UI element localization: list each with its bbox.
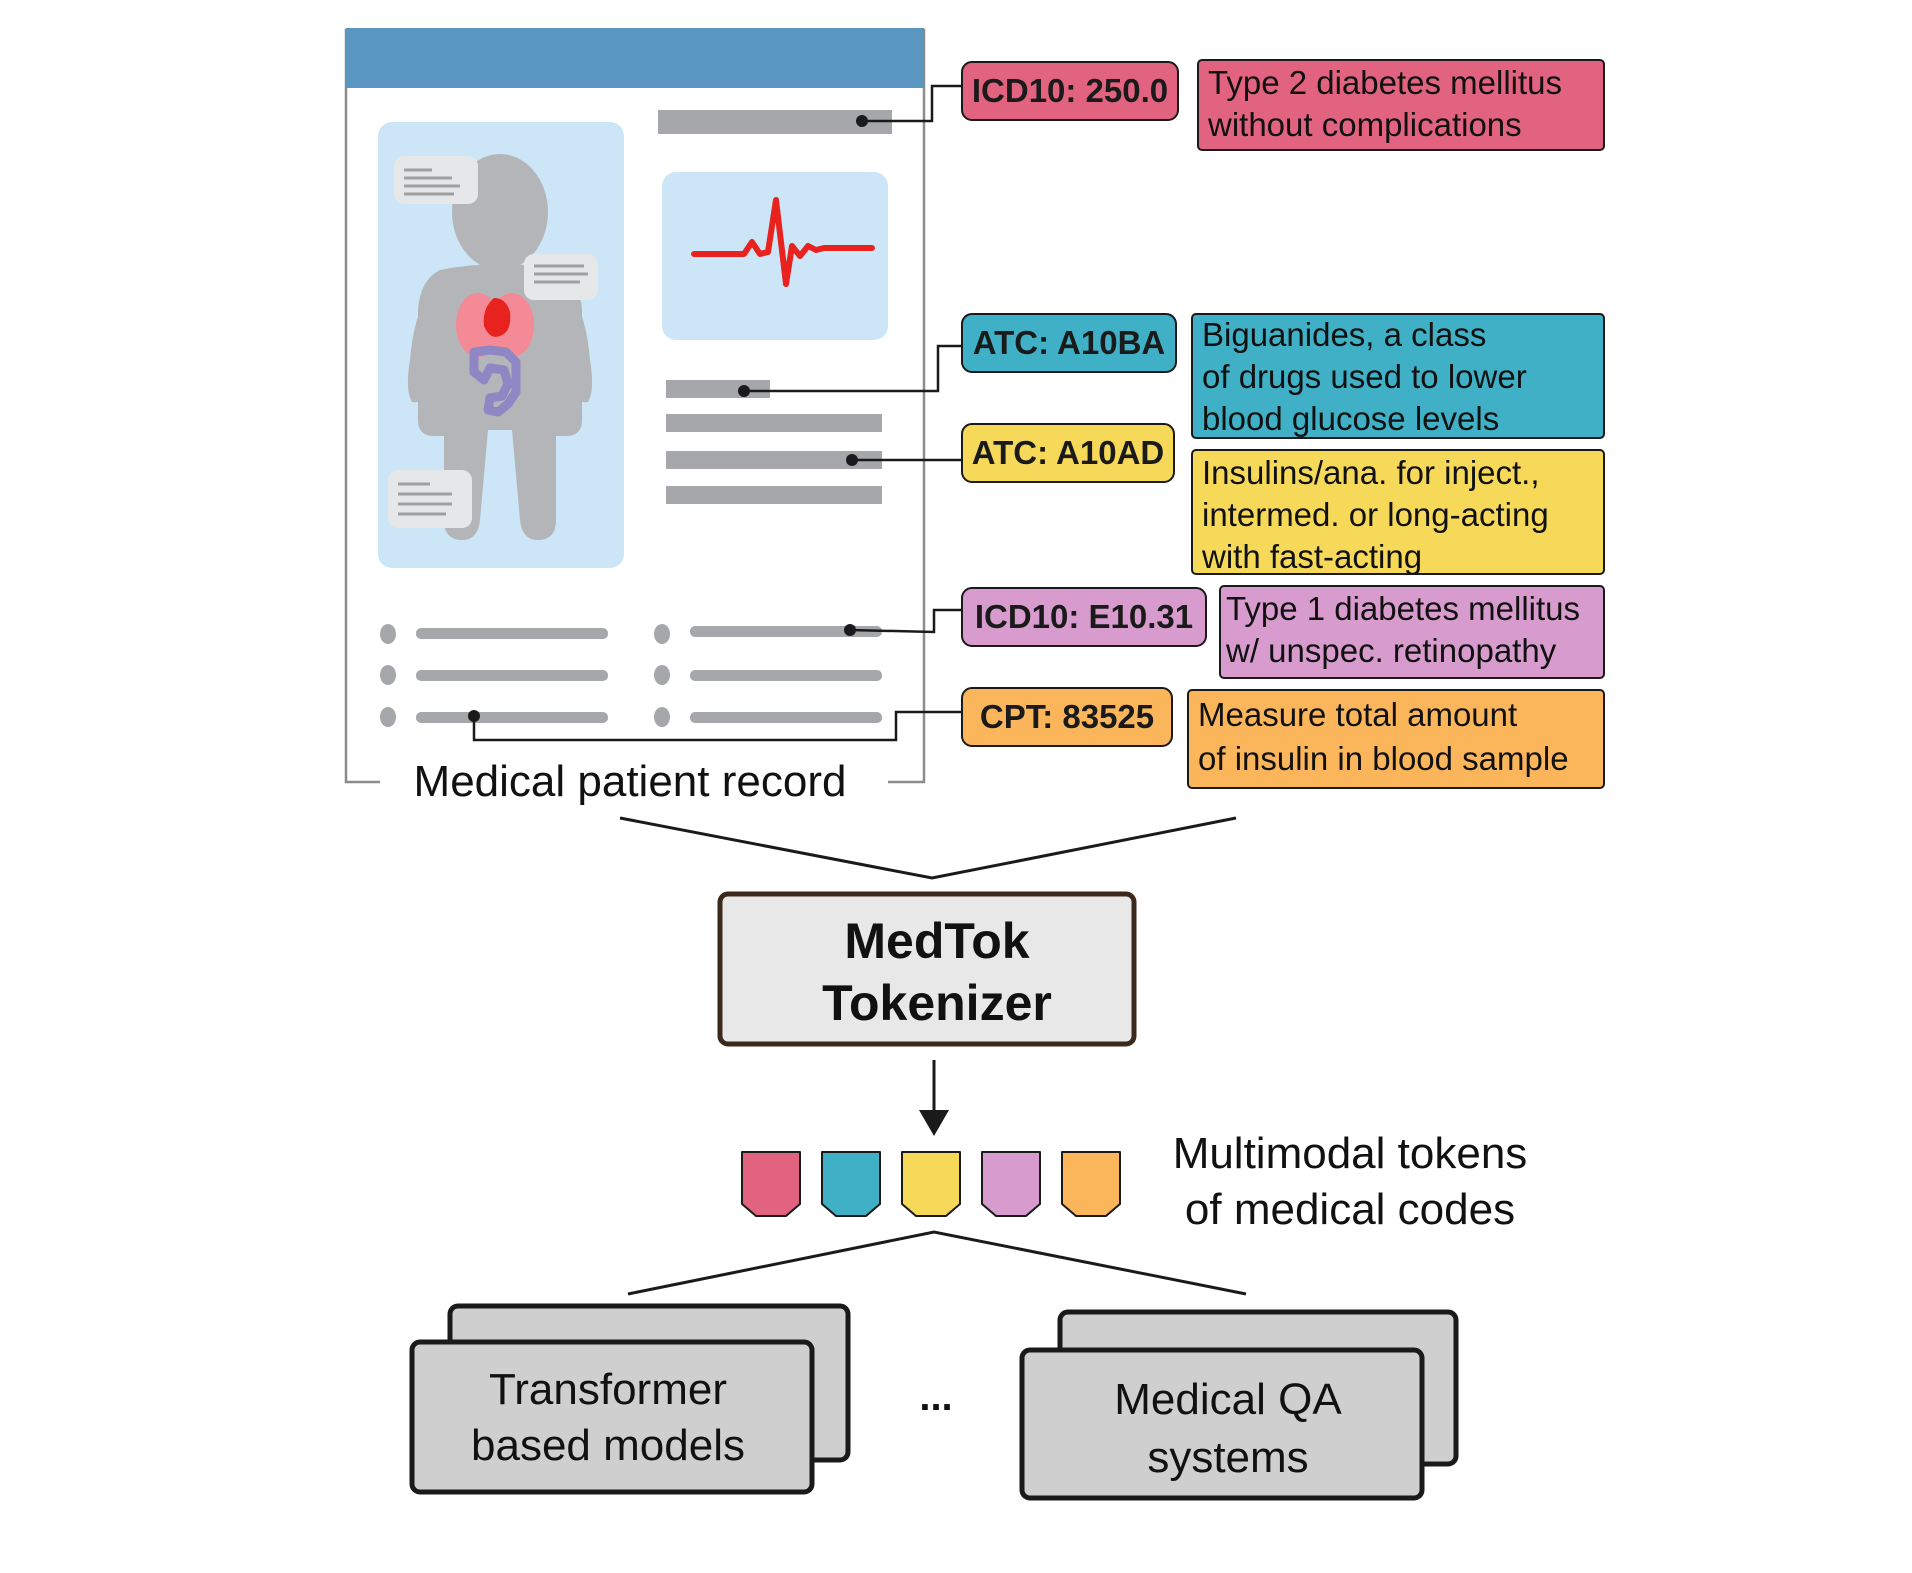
bullet-list-right	[654, 624, 882, 727]
code-text: ATC: A10AD	[972, 434, 1165, 471]
ellipsis: ...	[919, 1375, 952, 1419]
note-bubble-1	[394, 156, 478, 204]
token-0	[741, 1151, 801, 1217]
code-box	[961, 61, 1179, 121]
model1-label-line2: based models	[471, 1421, 745, 1470]
model1-label-line1: Transformer	[489, 1365, 727, 1414]
note-bubble-2	[524, 254, 598, 300]
code-box	[961, 687, 1173, 747]
record-caption: Medical patient record	[414, 757, 847, 806]
model-stack-transformer: Transformer based models	[409, 1303, 851, 1495]
ecg-panel	[662, 172, 888, 340]
description-box	[1191, 449, 1605, 575]
down-arrow	[919, 1060, 949, 1136]
description-line: intermed. or long-acting	[1202, 496, 1549, 533]
description-box	[1219, 585, 1605, 679]
code-label-3: ICD10: E10.31 Type 1 diabetes mellitus w…	[961, 585, 1605, 679]
code-text: CPT: 83525	[980, 698, 1154, 735]
token-4	[1061, 1151, 1121, 1217]
description-line: Measure total amount	[1198, 696, 1517, 733]
funnel-lines-top	[619, 816, 1237, 880]
code-label-2: ATC: A10AD Insulins/ana. for inject., in…	[961, 423, 1605, 575]
description-line: of drugs used to lower	[1202, 358, 1527, 395]
token-row	[741, 1151, 1121, 1217]
token-1	[821, 1151, 881, 1217]
record-line	[666, 451, 882, 469]
record-line	[666, 486, 882, 504]
description-line: Biguanides, a class	[1202, 316, 1486, 353]
connector-dots	[468, 115, 868, 722]
token-3	[981, 1151, 1041, 1217]
code-label-4: CPT: 83525 Measure total amount of insul…	[961, 687, 1605, 789]
tokens-label-line2: of medical codes	[1185, 1185, 1515, 1234]
bullet-list-left	[380, 624, 608, 727]
code-text: ICD10: 250.0	[972, 72, 1168, 109]
connectors	[472, 84, 964, 742]
connector-icd10-250	[862, 84, 962, 123]
tokenizer-title-line1: MedTok	[844, 913, 1029, 969]
description-box	[1187, 689, 1605, 789]
record-line	[658, 110, 892, 134]
code-label-0: ICD10: 250.0 Type 2 diabetes mellitus wi…	[961, 59, 1605, 151]
description-box	[1191, 313, 1605, 439]
code-box	[961, 423, 1175, 483]
description-line: Type 2 diabetes mellitus	[1208, 64, 1562, 101]
ecg-icon	[691, 197, 875, 287]
code-text: ICD10: E10.31	[975, 598, 1193, 635]
funnel-lines-bottom	[627, 1230, 1247, 1296]
connector-icd10-e1031	[849, 608, 962, 634]
model2-label-line2: systems	[1147, 1433, 1308, 1482]
code-box	[961, 587, 1207, 647]
description-line: Type 1 diabetes mellitus	[1226, 590, 1580, 627]
tokens-label-line1: Multimodal tokens	[1173, 1129, 1528, 1178]
description-line: of insulin in blood sample	[1198, 740, 1569, 777]
code-box	[961, 313, 1177, 373]
patient-record: Medical patient record	[344, 28, 926, 806]
description-line: w/ unspec. retinopathy	[1225, 632, 1557, 669]
record-line	[666, 380, 770, 398]
model2-label-line1: Medical QA	[1114, 1375, 1342, 1424]
note-bubble-3	[388, 470, 472, 528]
description-line: blood glucose levels	[1202, 400, 1499, 437]
connector-cpt-83525	[472, 710, 962, 742]
description-line: with fast-acting	[1201, 538, 1422, 575]
tokenizer-box: MedTok Tokenizer	[717, 891, 1137, 1047]
token-2	[901, 1151, 961, 1217]
connector-atc-a10ba	[744, 344, 964, 393]
description-line: without complications	[1207, 106, 1522, 143]
description-box	[1197, 59, 1605, 151]
description-line: Insulins/ana. for inject.,	[1202, 454, 1540, 491]
code-text: ATC: A10BA	[973, 324, 1166, 361]
tokenizer-title-line2: Tokenizer	[822, 975, 1052, 1031]
record-header-bar	[346, 28, 924, 88]
code-label-1: ATC: A10BA Biguanides, a class of drugs …	[961, 313, 1605, 439]
record-line	[666, 414, 882, 432]
model-stack-qa: Medical QA systems	[1019, 1309, 1459, 1501]
